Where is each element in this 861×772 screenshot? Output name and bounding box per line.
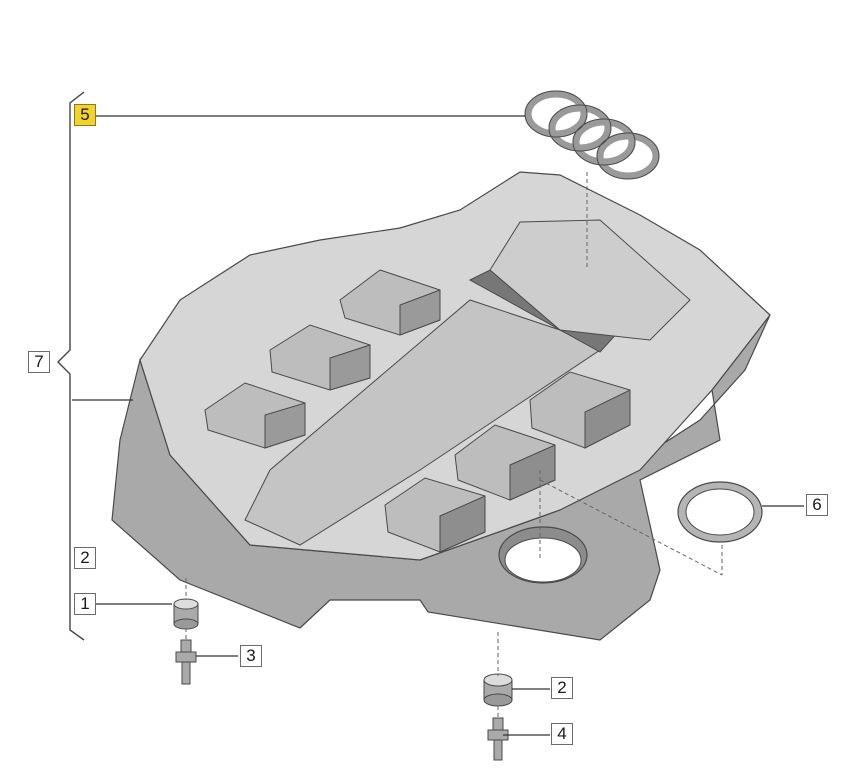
- callout-2-right: 2: [551, 677, 573, 699]
- callout-1: 1: [74, 593, 96, 615]
- seal-ring: [677, 481, 763, 543]
- callout-6: 6: [806, 494, 828, 516]
- callout-7: 7: [28, 351, 50, 373]
- callout-3: 3: [240, 645, 262, 667]
- bolt-right: [487, 717, 509, 761]
- bolt-left: [175, 639, 197, 685]
- callout-5: 5: [74, 104, 96, 126]
- position-lines: [185, 172, 723, 718]
- four-rings-logo: [524, 90, 660, 180]
- callout-4: 4: [551, 723, 573, 745]
- leader-lines: [72, 115, 804, 736]
- grommet-right: [483, 673, 513, 707]
- upper-right-panel: [489, 219, 691, 341]
- grommet-left: [173, 598, 199, 630]
- callout-2-left: 2: [74, 547, 96, 569]
- group-bracket: [57, 91, 85, 641]
